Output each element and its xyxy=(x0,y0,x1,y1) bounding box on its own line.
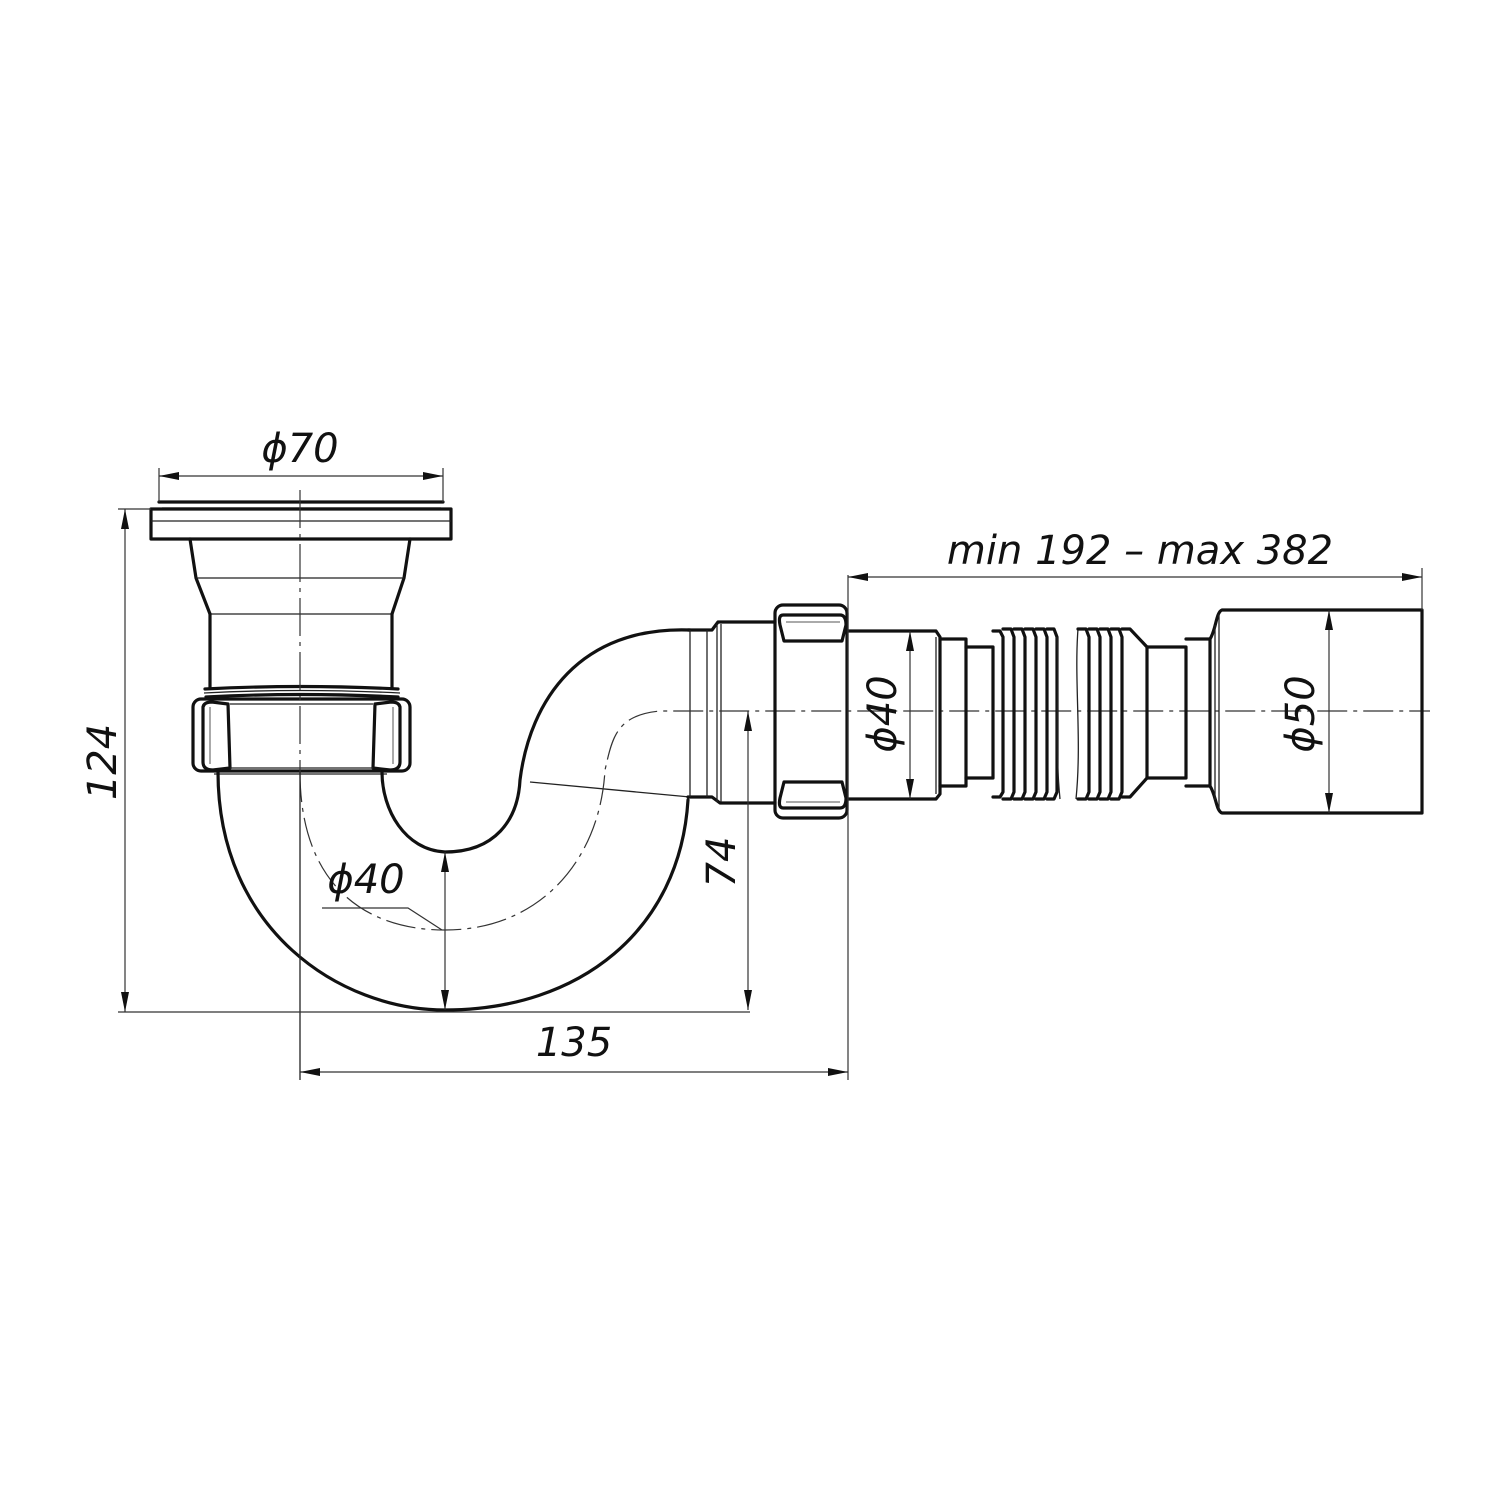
dimension-outlet-diameter: ϕ40 xyxy=(860,631,914,799)
dimension-water-seal: 74 xyxy=(699,711,752,1010)
dimension-total-height: 124 xyxy=(80,508,750,1013)
drain-flange xyxy=(149,500,453,690)
dim-text-flex-length: min 192 – max 382 xyxy=(947,528,1333,574)
dim-text-end-diameter: ϕ50 xyxy=(1278,675,1324,752)
dim-text-trap-diameter: ϕ40 xyxy=(327,857,404,903)
trap-bend xyxy=(216,620,777,1012)
end-connector xyxy=(1145,608,1424,815)
coupling-nut-right xyxy=(773,603,849,820)
dimension-flex-length: min 192 – max 382 xyxy=(848,528,1423,610)
trap-centerline xyxy=(299,710,1430,931)
dim-text-total-height: 124 xyxy=(80,724,126,800)
dim-text-horizontal-offset: 135 xyxy=(536,1020,612,1066)
dim-text-water-seal: 74 xyxy=(699,837,745,888)
corrugated-hose xyxy=(991,627,1149,801)
dimension-horizontal-offset: 135 xyxy=(300,575,849,1080)
dimension-end-diameter: ϕ50 xyxy=(1278,610,1333,813)
dimension-trap-diameter: ϕ40 xyxy=(322,857,443,931)
dim-text-flange-diameter: ϕ70 xyxy=(261,426,338,472)
thread-ring xyxy=(203,684,401,699)
outlet-sleeve xyxy=(845,629,995,801)
dimension-flange-diameter: ϕ70 xyxy=(158,426,444,502)
coupling-nut-left xyxy=(191,697,412,775)
dim-text-outlet-diameter: ϕ40 xyxy=(860,675,906,752)
